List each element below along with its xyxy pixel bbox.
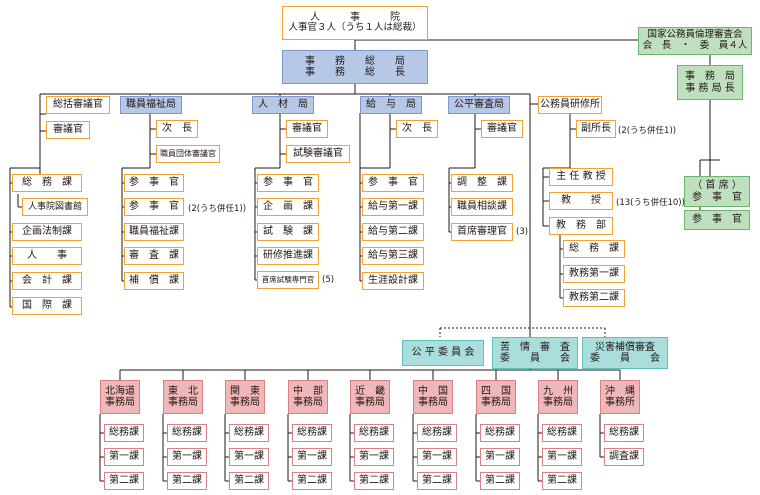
welfare-counsellor-1: 参 事 官 [124, 174, 184, 192]
vice-director-note: (2(うち併任1)) [618, 126, 677, 136]
regional-office-5-unit-3: 第二課 [354, 472, 394, 490]
regional-office-4-unit-3: 第二課 [292, 472, 332, 490]
professor-note: (13(うち併任10)) [616, 198, 685, 208]
regional-office-8-unit-1: 総務課 [542, 424, 582, 442]
ethics-secretariat: 事 務 局 事 務 局 長 [677, 65, 743, 100]
ethics-board: 国家公務員倫理審査会 会 長 ・ 委 員４人 [638, 27, 752, 55]
jinjiin-commissioners: 人事官３人（うち１人は総裁） [288, 22, 422, 34]
regional-office-1-unit-1: 総務課 [104, 424, 144, 442]
regional-office-2-unit-1: 総務課 [167, 424, 207, 442]
hr-counsellor: 参 事 官 [257, 174, 319, 192]
general-secretariat-box: 事 務 総 局 事 務 総 長 [282, 50, 428, 84]
regional-office-1-unit-3: 第二課 [104, 472, 144, 490]
pay-div-3: 給与第三課 [362, 247, 424, 265]
accounts-div: 会 計 課 [12, 272, 82, 290]
regional-office-5: 近 畿 事務局 [350, 380, 390, 414]
chief-exam-specialist: 首席試験専門官 [257, 271, 319, 289]
exam-div: 試 験 課 [257, 223, 319, 241]
planning-legal-div: 企画法制課 [12, 223, 82, 241]
hr-planning-div: 企 画 課 [257, 198, 319, 216]
regional-office-5-unit-1: 総務課 [354, 424, 394, 442]
academic-div-1: 教務第一課 [563, 265, 625, 283]
academic-div-2: 教務第二課 [563, 289, 625, 307]
regional-office-6-unit-2: 第一課 [417, 448, 457, 466]
regional-office-6: 中 国 事務局 [413, 380, 453, 414]
regional-office-7-unit-3: 第二課 [480, 472, 520, 490]
chief-hearing-officer: 首席審理官 [451, 223, 513, 241]
regional-office-1-unit-2: 第一課 [104, 448, 144, 466]
chief-professor: 主 任 教 授 [549, 168, 613, 186]
regional-office-9-unit-2: 調査課 [604, 448, 644, 466]
vice-director: 副所長 [576, 120, 616, 138]
library: 人事院図書館 [22, 198, 88, 216]
compensation-committee: 災害補償審査 委 員 会 [582, 337, 668, 369]
international-div: 国 際 課 [12, 297, 82, 315]
general-affairs-div: 総 務 課 [12, 174, 82, 192]
deliberation-councillor: 審議官 [46, 121, 90, 139]
regional-office-3-unit-2: 第一課 [229, 448, 269, 466]
regional-office-8: 九 州 事務局 [538, 380, 578, 414]
pay-counsellor: 参 事 官 [362, 174, 424, 192]
exam-councillor: 試験審議官 [286, 145, 350, 163]
training-div: 研修推進課 [257, 247, 319, 265]
regional-office-4: 中 部 事務局 [288, 380, 328, 414]
regional-office-6-unit-1: 総務課 [417, 424, 457, 442]
regional-office-5-unit-2: 第一課 [354, 448, 394, 466]
institute-general-div: 総 務 課 [563, 240, 625, 258]
pay-div-1: 給与第一課 [362, 198, 424, 216]
regional-office-7: 四 国 事務局 [476, 380, 516, 414]
academic-dept: 教 務 部 [549, 217, 613, 235]
hearing-officer-note: (3) [516, 227, 529, 237]
welfare-counsellor-note: (2(うち併任1)) [188, 204, 247, 214]
general-secretariat: 事 務 総 局 [305, 55, 405, 67]
jinjiin-title: 人 事 院 [310, 11, 400, 23]
ethics-chief-counsellor: （ 首 席 ） 参 事 官 [684, 176, 750, 207]
personnel-div: 人 事 [12, 247, 82, 265]
ethics-counsellor: 参 事 官 [684, 210, 750, 230]
regional-office-6-unit-3: 第二課 [417, 472, 457, 490]
regional-office-8-unit-3: 第二課 [542, 472, 582, 490]
regional-office-7-unit-2: 第一課 [480, 448, 520, 466]
jinjiin-box: 人 事 院 人事官３人（うち１人は総裁） [282, 6, 428, 40]
welfare-div: 職員福祉課 [124, 223, 184, 241]
regional-office-4-unit-2: 第一課 [292, 448, 332, 466]
director-general-head: 総括審議官 [46, 96, 110, 114]
regional-office-2-unit-3: 第二課 [167, 472, 207, 490]
regional-office-3-unit-3: 第二課 [229, 472, 269, 490]
staff-group-councillor: 職員団体審議官 [156, 145, 220, 163]
professor: 教 授 [549, 192, 613, 210]
regional-office-4-unit-1: 総務課 [292, 424, 332, 442]
career-planning-div: 生涯設計課 [362, 272, 424, 290]
regional-office-2: 東 北 事務局 [163, 380, 203, 414]
regional-office-9-unit-1: 総務課 [604, 424, 644, 442]
pay-div-2: 給与第二課 [362, 223, 424, 241]
coordination-div: 調 整 課 [451, 174, 513, 192]
regional-office-7-unit-1: 総務課 [480, 424, 520, 442]
fair-deliberation: 審議官 [481, 120, 523, 138]
welfare-counsellor-2: 参 事 官 [124, 198, 184, 216]
review-div: 審 査 課 [124, 247, 184, 265]
pay-bureau-head: 給 与 局 [360, 96, 422, 114]
secretary-general: 事 務 総 長 [305, 67, 405, 78]
regional-office-2-unit-2: 第一課 [167, 448, 207, 466]
welfare-deputy: 次 長 [156, 120, 198, 138]
consultation-div: 職員相談課 [451, 198, 513, 216]
pay-deputy: 次 長 [396, 120, 438, 138]
compensation-div: 補 償 課 [124, 272, 184, 290]
fair-committee: 公 平 委 員 会 [402, 340, 484, 366]
exam-specialist-note: (5) [322, 275, 335, 285]
complaint-committee: 苦 情 審 査 委 員 会 [492, 337, 578, 369]
regional-office-1: 北海道 事務局 [100, 380, 140, 414]
regional-office-3: 関 東 事務局 [225, 380, 265, 414]
regional-office-3-unit-1: 総務課 [229, 424, 269, 442]
regional-office-8-unit-2: 第一課 [542, 448, 582, 466]
welfare-bureau-head: 職員福祉局 [120, 96, 182, 114]
hr-bureau-head: 人 材 局 [252, 96, 314, 114]
training-institute-head: 公務員研修所 [538, 96, 602, 114]
hr-deliberation: 審議官 [286, 120, 328, 138]
fair-review-bureau-head: 公平審査局 [448, 96, 510, 114]
regional-office-9: 沖 縄 事務所 [600, 380, 640, 414]
